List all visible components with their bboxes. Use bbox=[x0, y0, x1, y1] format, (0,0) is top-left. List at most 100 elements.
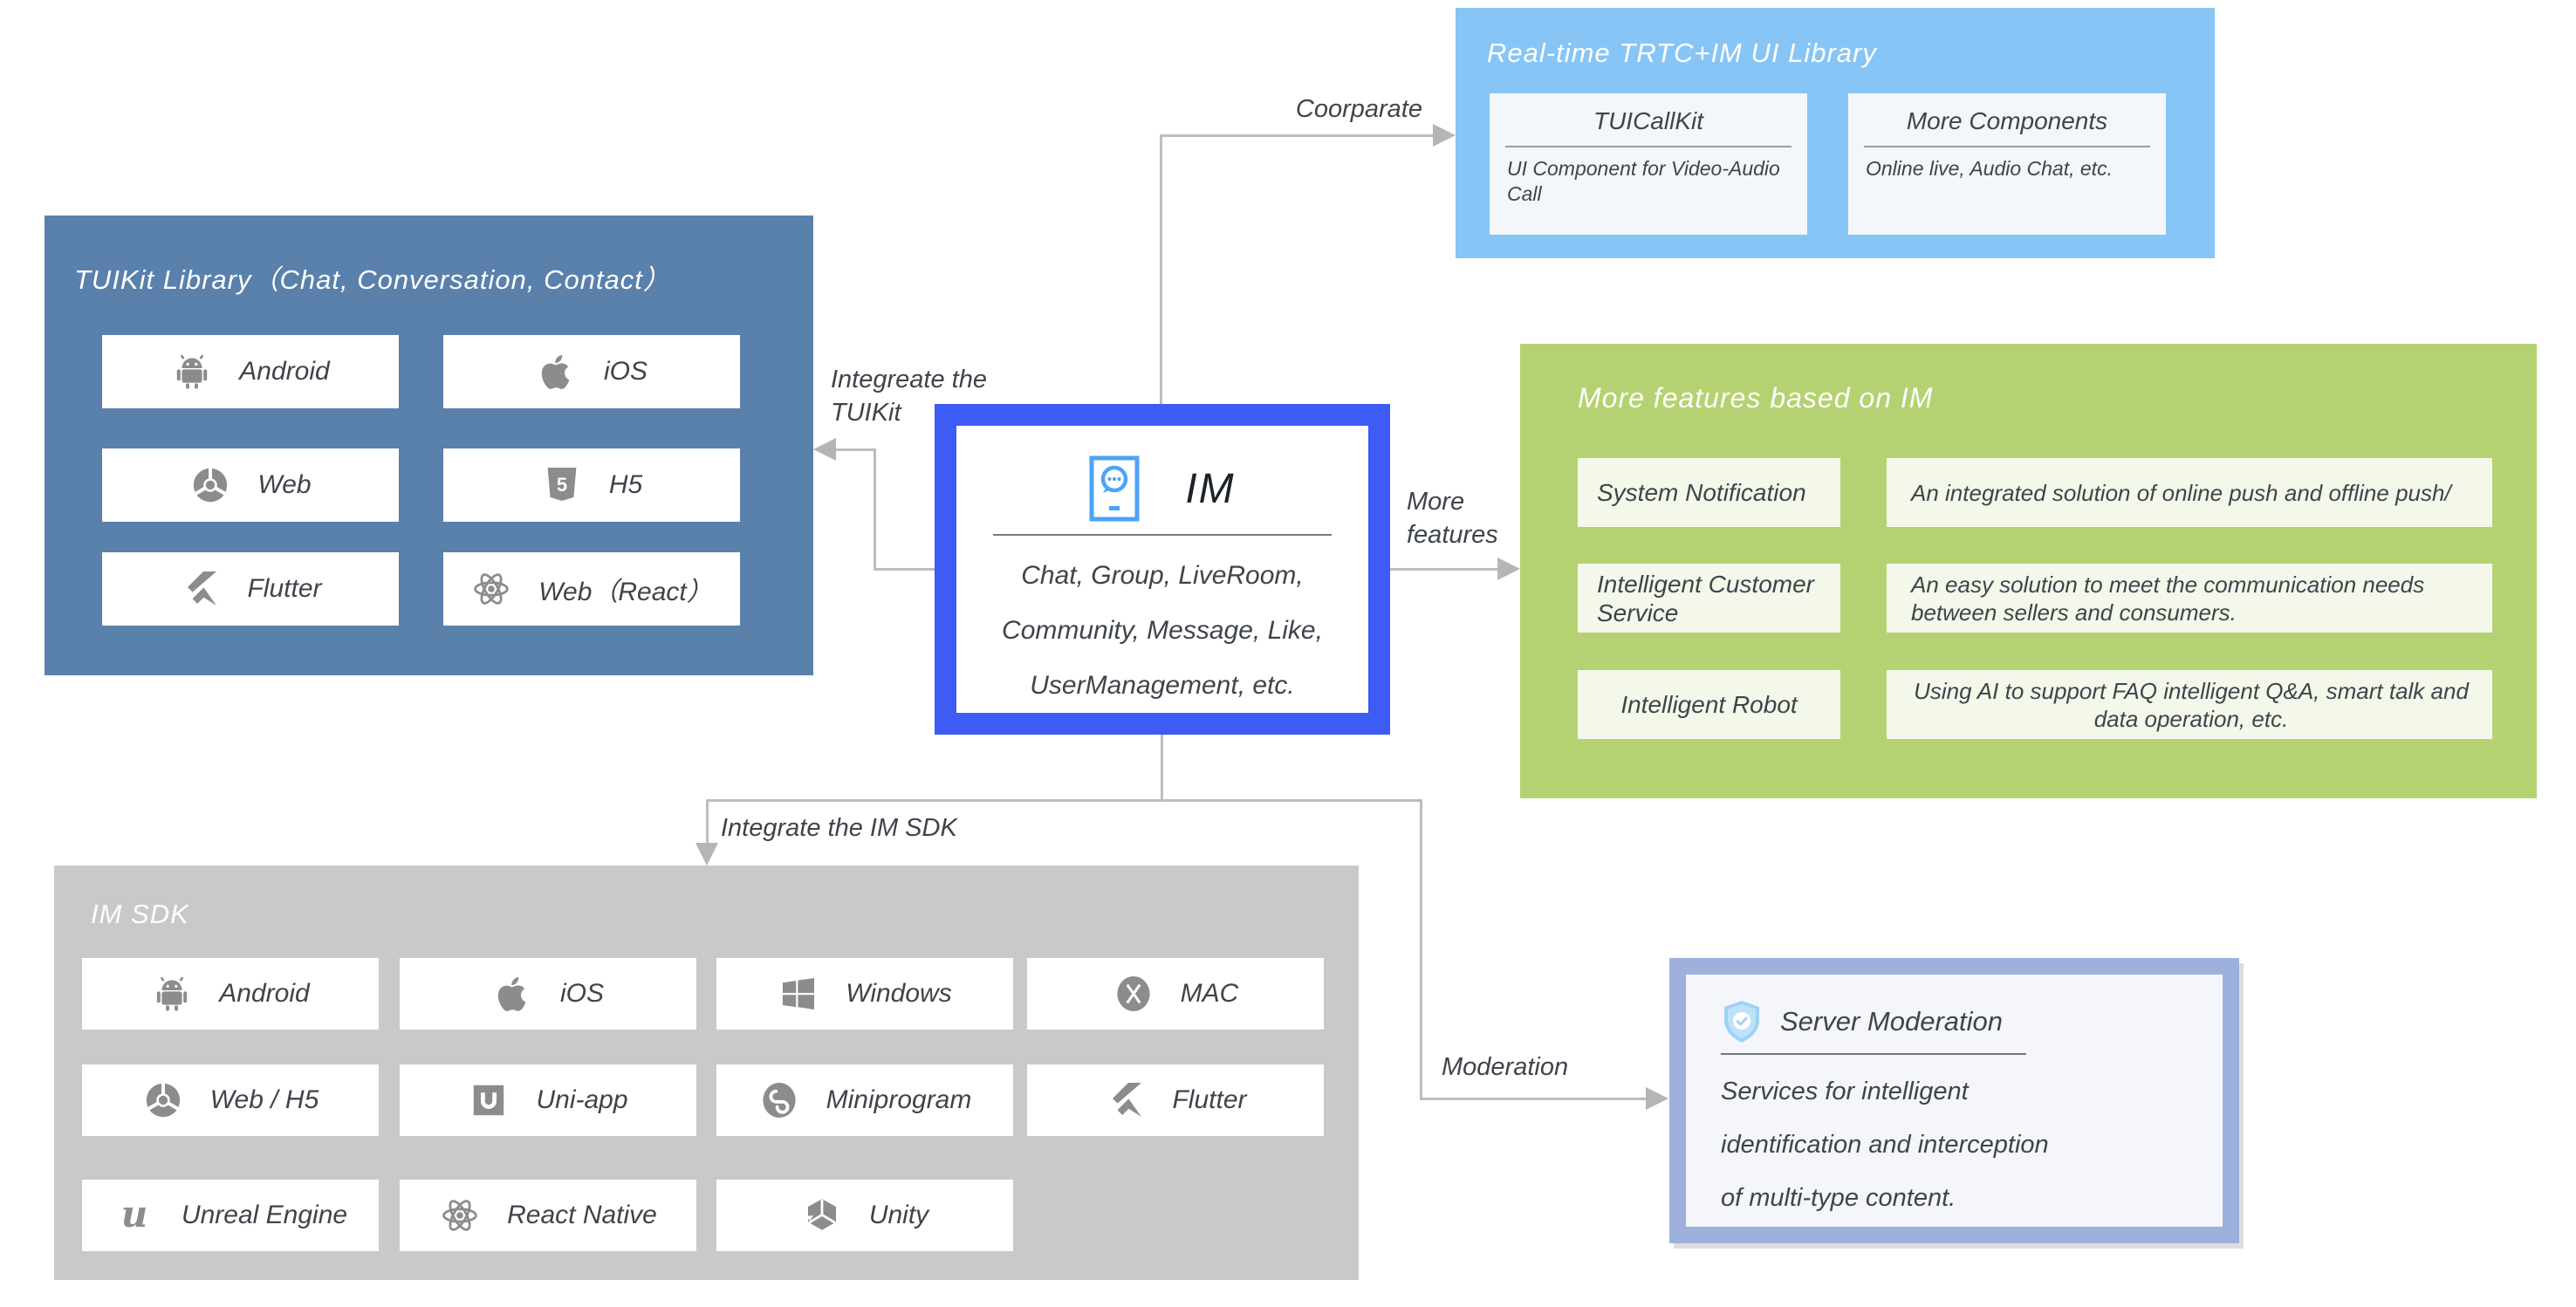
arrow-line bbox=[1420, 799, 1422, 1100]
react-icon bbox=[439, 1194, 481, 1236]
divider bbox=[993, 534, 1332, 536]
html5-icon bbox=[541, 464, 583, 506]
arrow-head-left bbox=[813, 438, 836, 461]
arrow-label-line: Integreate the bbox=[831, 366, 987, 393]
server-moderation-box: Server Moderation Services for intellige… bbox=[1669, 958, 2239, 1243]
platform-card-web-h5: Web / H5 bbox=[82, 1064, 379, 1136]
im-desc-line: UserManagement, etc. bbox=[1030, 671, 1295, 700]
platform-label: iOS bbox=[603, 357, 647, 386]
arrow-line bbox=[707, 799, 1422, 802]
more-features-box: More features based on IM System Notific… bbox=[1520, 344, 2537, 798]
platform-card-uniapp: Uni-app bbox=[400, 1064, 696, 1136]
server-moderation-inner: Server Moderation Services for intellige… bbox=[1686, 975, 2223, 1227]
android-icon bbox=[171, 351, 213, 393]
arrow-head-right bbox=[1646, 1087, 1668, 1110]
feature-label-system-notification: System Notification bbox=[1578, 458, 1840, 527]
moderation-desc-line: identification and interception bbox=[1721, 1131, 2049, 1159]
divider bbox=[1721, 1053, 2026, 1055]
chrome-icon bbox=[189, 464, 231, 506]
unity-icon bbox=[801, 1194, 843, 1236]
platform-card-ios: iOS bbox=[400, 958, 696, 1030]
arrow-line bbox=[1390, 568, 1497, 571]
arrow-label-integrate-imsdk: Integrate the IM SDK bbox=[721, 814, 957, 842]
arrow-line bbox=[1161, 735, 1163, 802]
flutter-icon bbox=[1104, 1079, 1146, 1121]
im-chat-phone-icon bbox=[1089, 455, 1140, 522]
arrow-line bbox=[1160, 134, 1433, 137]
platform-label: iOS bbox=[559, 979, 604, 1008]
arrow-head-down bbox=[695, 843, 718, 866]
arrow-label-integrate-tuikit: Integreate the TUIKit bbox=[831, 363, 987, 429]
arrow-line bbox=[706, 799, 709, 845]
windows-icon bbox=[778, 973, 819, 1015]
platform-card-windows: Windows bbox=[716, 958, 1013, 1030]
feature-desc-intelligent-customer-service: An easy solution to meet the communicati… bbox=[1887, 564, 2492, 633]
more-components-card-desc: Online live, Audio Chat, etc. bbox=[1866, 157, 2113, 180]
arrow-line bbox=[874, 448, 876, 571]
feature-label-text: Intelligent Robot bbox=[1620, 691, 1798, 718]
arrow-line bbox=[1420, 1098, 1646, 1100]
im-desc-line: Chat, Group, LiveRoom, bbox=[1021, 561, 1304, 590]
miniprogram-icon bbox=[758, 1079, 800, 1121]
platform-label: Uni-app bbox=[536, 1085, 628, 1114]
arrow-line bbox=[1160, 135, 1162, 404]
tuicallkit-card-desc: UI Component for Video-Audio Call bbox=[1507, 157, 1780, 205]
android-icon bbox=[151, 973, 193, 1015]
trtc-ui-library-box: Real-time TRTC+IM UI Library TUICallKit … bbox=[1456, 8, 2215, 258]
react-icon bbox=[470, 568, 512, 610]
arrow-label-moderation: Moderation bbox=[1442, 1053, 1569, 1081]
arrow-head-right bbox=[1497, 558, 1520, 580]
platform-label: Web bbox=[257, 470, 312, 499]
moderation-title: Server Moderation bbox=[1780, 1006, 2004, 1037]
platform-card-unreal-engine: Unreal Engine bbox=[82, 1180, 379, 1251]
platform-card-web-react: Web（React） bbox=[443, 552, 740, 626]
shield-check-icon bbox=[1721, 999, 1763, 1044]
platform-card-mac: MAC bbox=[1027, 958, 1324, 1030]
arrow-head-right bbox=[1433, 124, 1456, 147]
flutter-icon bbox=[179, 568, 221, 610]
platform-label: Web（React） bbox=[538, 578, 713, 606]
uniapp-icon bbox=[468, 1079, 510, 1121]
platform-card-unity: Unity bbox=[716, 1180, 1013, 1251]
feature-desc-system-notification: An integrated solution of online push an… bbox=[1887, 458, 2492, 527]
platform-card-flutter: Flutter bbox=[1027, 1064, 1324, 1136]
im-core-inner: IM Chat, Group, LiveRoom, Community, Mes… bbox=[956, 426, 1368, 713]
chrome-icon bbox=[142, 1079, 184, 1121]
platform-label: Android bbox=[219, 979, 310, 1008]
moderation-desc-line: of multi-type content. bbox=[1721, 1184, 1956, 1212]
apple-icon bbox=[536, 351, 578, 393]
platform-label: Android bbox=[239, 357, 330, 386]
divider bbox=[1864, 146, 2150, 147]
mac-icon bbox=[1113, 973, 1154, 1015]
im-title: IM bbox=[1185, 465, 1236, 512]
arrow-label-more-features: More features bbox=[1407, 485, 1498, 551]
platform-label: MAC bbox=[1180, 979, 1239, 1008]
platform-card-h5: H5 bbox=[443, 448, 740, 522]
feature-label-intelligent-robot: Intelligent Robot bbox=[1578, 670, 1840, 739]
tuicallkit-card: TUICallKit UI Component for Video-Audio … bbox=[1490, 93, 1807, 235]
platform-card-android: Android bbox=[82, 958, 379, 1030]
trtc-box-title: Real-time TRTC+IM UI Library bbox=[1487, 38, 1877, 68]
platform-card-ios: iOS bbox=[443, 335, 740, 408]
platform-label: Web / H5 bbox=[209, 1085, 319, 1114]
imsdk-box-title: IM SDK bbox=[91, 899, 189, 929]
platform-label: Flutter bbox=[247, 574, 322, 603]
platform-card-react-native: React Native bbox=[400, 1180, 696, 1251]
platform-card-web: Web bbox=[102, 448, 399, 522]
more-components-card-title: More Components bbox=[1906, 107, 2108, 134]
platform-label: Flutter bbox=[1172, 1085, 1247, 1114]
arrow-label-line: More bbox=[1407, 488, 1465, 516]
divider bbox=[1505, 146, 1792, 147]
more-components-card: More Components Online live, Audio Chat,… bbox=[1848, 93, 2166, 235]
arrow-label-coorparate: Coorparate bbox=[1295, 95, 1422, 123]
platform-card-miniprogram: Miniprogram bbox=[716, 1064, 1013, 1136]
feature-desc-text: An easy solution to meet the communicati… bbox=[1911, 571, 2425, 626]
platform-label: Unity bbox=[868, 1201, 929, 1229]
platform-label: Miniprogram bbox=[826, 1085, 972, 1114]
unreal-icon bbox=[113, 1194, 155, 1236]
platform-label: H5 bbox=[608, 470, 643, 499]
arrow-line bbox=[836, 448, 876, 451]
im-desc-line: Community, Message, Like, bbox=[1002, 616, 1323, 645]
platform-label: React Native bbox=[507, 1201, 657, 1229]
feature-desc-text: An integrated solution of online push an… bbox=[1911, 479, 2451, 506]
